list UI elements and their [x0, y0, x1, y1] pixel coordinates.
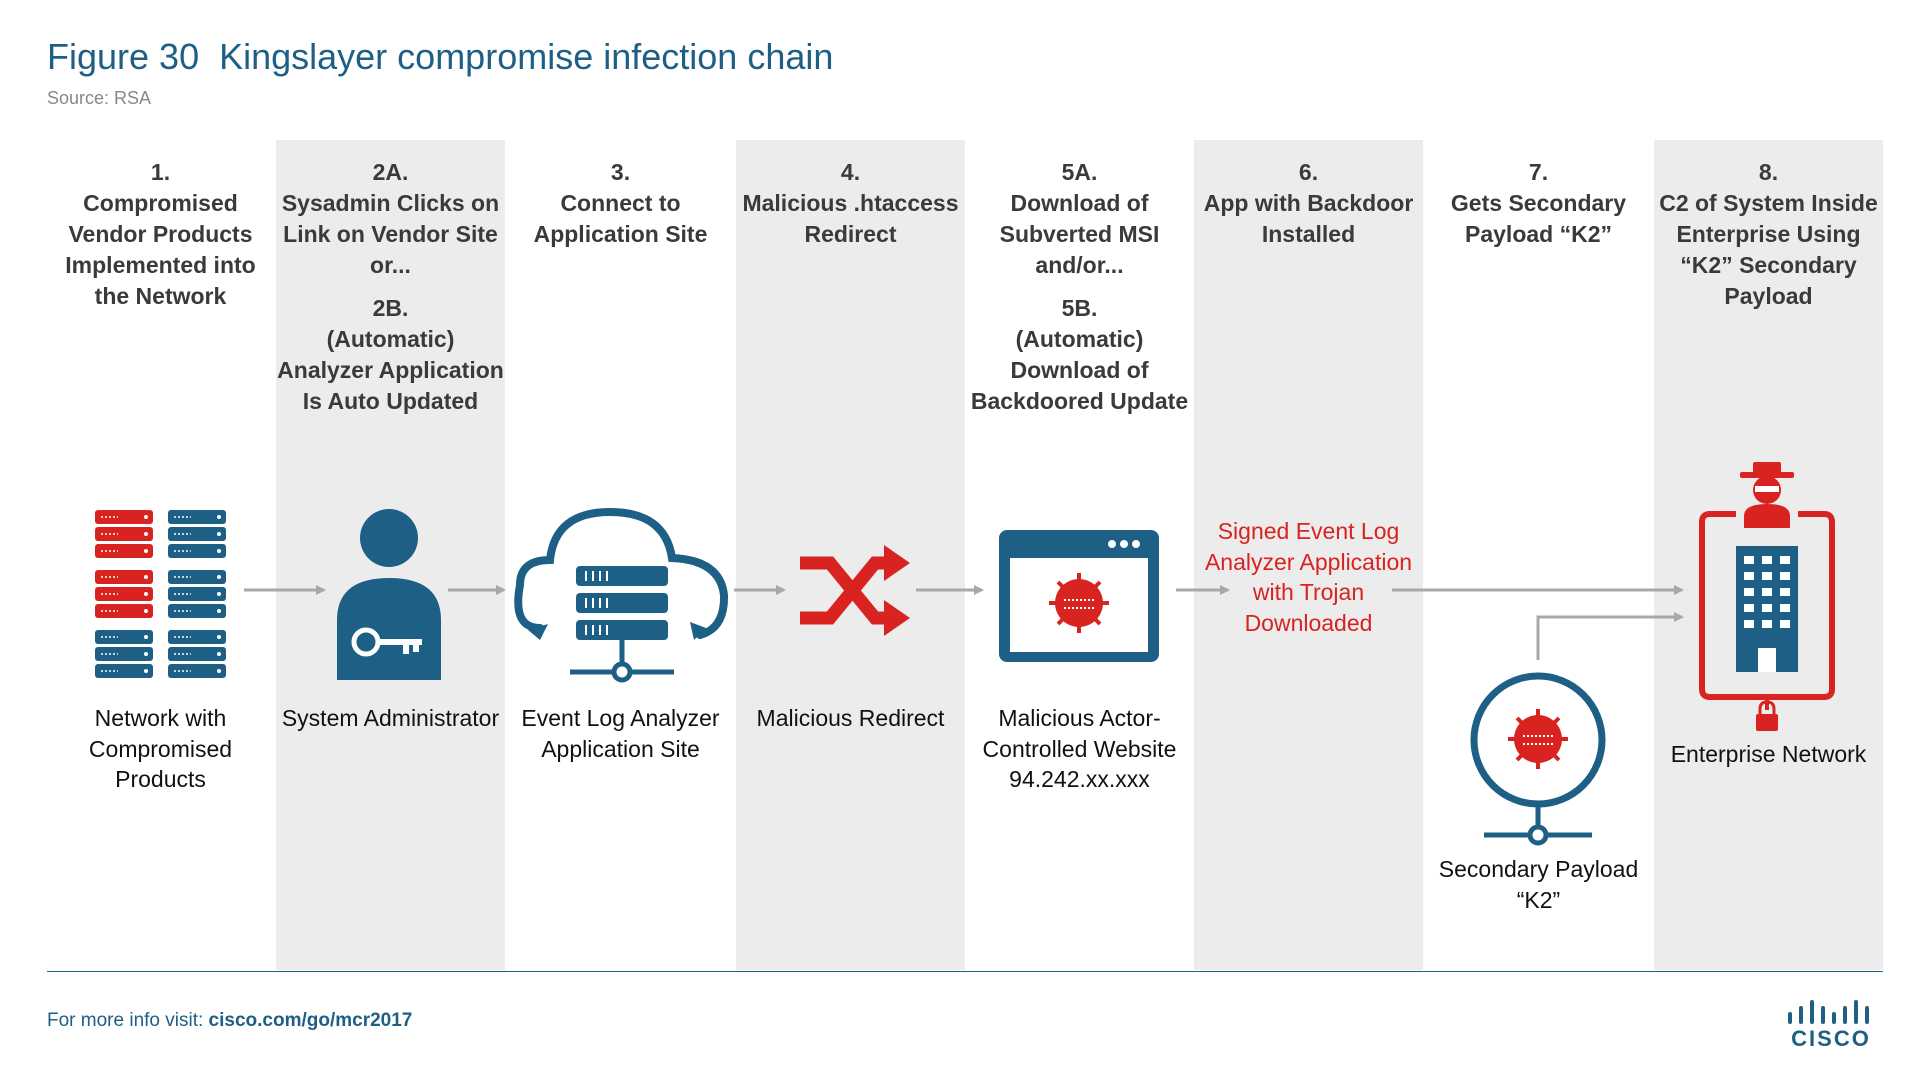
step-number: 5A. [1061, 159, 1098, 185]
step-3: 3. Connect to Application Site [506, 157, 735, 250]
label-website-ip: 94.242.xx.xxx [1009, 766, 1150, 792]
step-1: 1. Compromised Vendor Products Implement… [46, 157, 275, 312]
step-7: 7. Gets Secondary Payload “K2” [1424, 157, 1653, 250]
label-sysadmin: System Administrator [281, 705, 500, 731]
step-number: 3. [610, 159, 631, 185]
step-text: Connect to Application Site [533, 190, 708, 247]
shuffle-icon [800, 545, 910, 636]
step-text: App with Backdoor Installed [1203, 190, 1414, 247]
step-number: 2B. [372, 295, 409, 321]
figure-source: Source: RSA [47, 88, 152, 108]
step-number: 6. [1298, 159, 1319, 185]
step-number: 2A. [372, 159, 409, 185]
cisco-logo-text: CISCO [1791, 1026, 1871, 1051]
browser-malware-icon [999, 530, 1159, 662]
step-number: 8. [1758, 159, 1779, 185]
label-app-site: Event Log Analyzer Application Site [521, 705, 720, 762]
label-website: Malicious Actor-Controlled Website 94.24… [965, 703, 1194, 795]
label-network: Network with Compromised Products [88, 705, 233, 792]
building-icon [1736, 546, 1798, 672]
step-text: Sysadmin Clicks on Link on Vendor Site o… [281, 190, 500, 278]
step-text: Malicious .htaccess Redirect [742, 190, 959, 247]
label-website-name: Malicious Actor-Controlled Website [982, 705, 1177, 762]
flow-arrows [244, 585, 1684, 660]
footer: For more info visit: cisco.com/go/mcr201… [47, 1010, 412, 1032]
step-number: 4. [840, 159, 861, 185]
step-number: 5B. [1061, 295, 1098, 321]
label-signed-app: Signed Event Log Analyzer Application wi… [1204, 518, 1413, 636]
label-payload: Secondary Payload “K2” [1438, 856, 1639, 913]
step-text: (Automatic) Analyzer Application Is Auto… [277, 326, 504, 414]
lock-icon [1756, 697, 1778, 731]
spy-icon [1740, 462, 1794, 528]
step-8: 8. C2 of System Inside Enterprise Using … [1654, 157, 1883, 312]
step-number: 1. [150, 159, 171, 185]
step-text: (Automatic) Download of Backdoored Updat… [970, 326, 1189, 414]
server-rack-icon [95, 510, 226, 678]
figure-title: Figure 30 Kingslayer compromise infectio… [47, 36, 834, 77]
step-text: Download of Subverted MSI and/or... [999, 190, 1160, 278]
globe-malware-icon [1470, 672, 1606, 846]
label-enterprise: Enterprise Network [1670, 741, 1867, 767]
step-text: C2 of System Inside Enterprise Using “K2… [1659, 190, 1878, 309]
step-text: Gets Secondary Payload “K2” [1450, 190, 1627, 247]
step-4: 4. Malicious .htaccess Redirect [736, 157, 965, 250]
cisco-logo-icon [1788, 1000, 1869, 1024]
arrow-7-8 [1536, 612, 1684, 660]
step-2: 2A. Sysadmin Clicks on Link on Vendor Si… [276, 157, 505, 417]
step-6: 6. App with Backdoor Installed [1194, 157, 1423, 250]
column-shade-6 [1194, 140, 1423, 970]
person-key-icon [337, 509, 441, 680]
footer-divider [47, 971, 1883, 972]
footer-prefix: For more info visit: [47, 1010, 209, 1031]
label-redirect: Malicious Redirect [756, 705, 945, 731]
step-text: Compromised Vendor Products Implemented … [65, 190, 256, 309]
footer-link[interactable]: cisco.com/go/mcr2017 [208, 1010, 413, 1031]
cloud-server-icon [514, 507, 729, 683]
column-shade-4 [736, 140, 965, 970]
step-5: 5A. Download of Subverted MSI and/or... … [965, 157, 1194, 417]
step-number: 7. [1528, 159, 1549, 185]
